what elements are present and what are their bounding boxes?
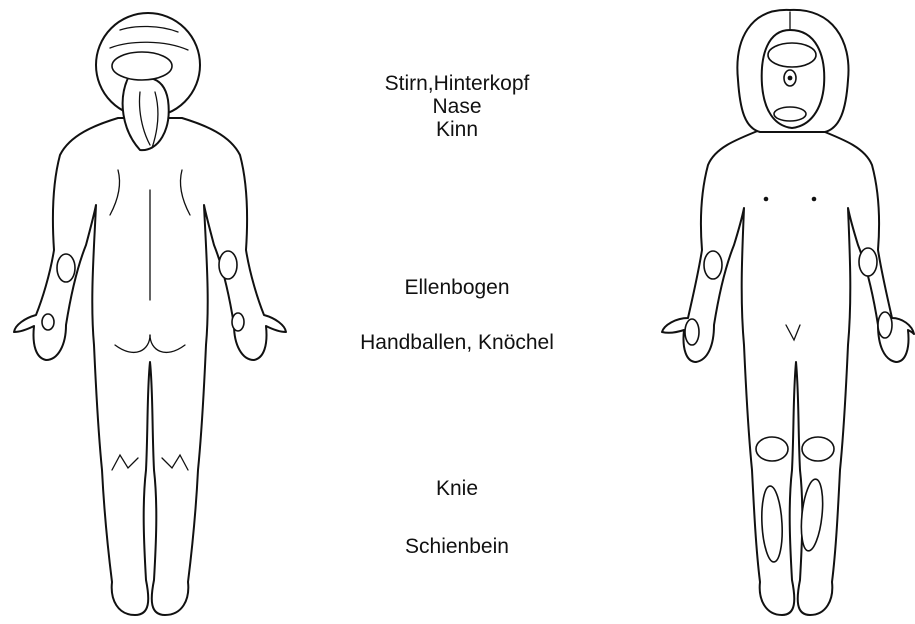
front-forehead-patch [768, 43, 816, 67]
front-left-elbow-patch [704, 251, 722, 279]
front-view-figure [662, 10, 914, 615]
front-right-hand-patch [878, 312, 892, 338]
front-chin-patch [774, 107, 806, 121]
front-left-hand-patch [685, 319, 699, 345]
label-nose: Nase [327, 95, 587, 119]
front-body-outline [662, 130, 914, 615]
label-hand-ankle: Handballen, Knöchel [327, 331, 587, 355]
front-right-knee-patch [802, 437, 834, 461]
front-left-knee-patch [756, 437, 788, 461]
front-right-elbow-patch [859, 248, 877, 276]
label-shin: Schienbein [327, 535, 587, 559]
label-elbow: Ellenbogen [327, 276, 587, 300]
back-right-elbow-patch [219, 251, 237, 279]
back-left-elbow-patch [57, 254, 75, 282]
label-forehead-occiput: Stirn,Hinterkopf [327, 72, 587, 96]
back-right-hand-patch [232, 313, 244, 331]
back-left-hand-patch [42, 314, 54, 330]
back-occiput-patch [112, 52, 172, 80]
back-view-figure [14, 13, 286, 615]
label-chin: Kinn [327, 118, 587, 142]
label-knee: Knie [327, 477, 587, 501]
